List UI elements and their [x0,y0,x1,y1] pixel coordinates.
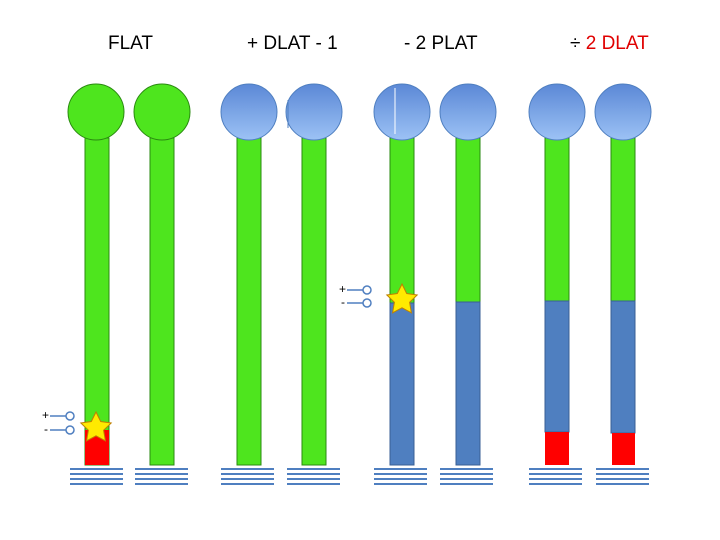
green-stalk [237,138,261,465]
plat2-neuron-1 [374,84,430,465]
green-stalk [545,138,569,301]
blue-cap [221,84,277,140]
dlat2-neuron-2 [595,84,651,465]
dlat1-base-lines [221,469,340,484]
blue-segment [611,301,635,433]
blue-cap [529,84,585,140]
dlat2-neuron-1 [529,84,585,465]
blue-segment [390,303,414,465]
flat-base-lines [70,469,188,484]
green-cap [68,84,124,140]
green-cap [134,84,190,140]
electrode-minus-label: - [44,422,48,436]
green-stalk [150,138,174,465]
plat2-neuron-2 [440,84,496,465]
green-stalk [611,138,635,301]
green-stalk [390,138,414,303]
green-stalk [456,138,480,302]
electrode-plus-label: + [339,282,346,296]
blue-cap [374,84,430,140]
blue-cap [286,84,342,140]
dlat1-neuron-1 [221,84,277,465]
flat-electrode-pair: + - [42,408,74,436]
dlat2-base-lines [529,469,649,484]
electrode-minus-label: - [341,295,345,309]
red-segment [612,433,635,465]
flat-neuron-2 [134,84,190,465]
electrode-plus-label: + [42,408,49,422]
plat2-base-lines [374,469,493,484]
dlat1-neuron-2 [286,84,342,465]
green-stalk [302,138,326,465]
plat2-electrode-pair: + - [339,282,371,309]
blue-segment [545,301,569,432]
blue-cap [440,84,496,140]
blue-segment [456,302,480,465]
blue-cap [595,84,651,140]
red-segment [545,432,569,465]
flat-neuron-1 [68,84,124,465]
